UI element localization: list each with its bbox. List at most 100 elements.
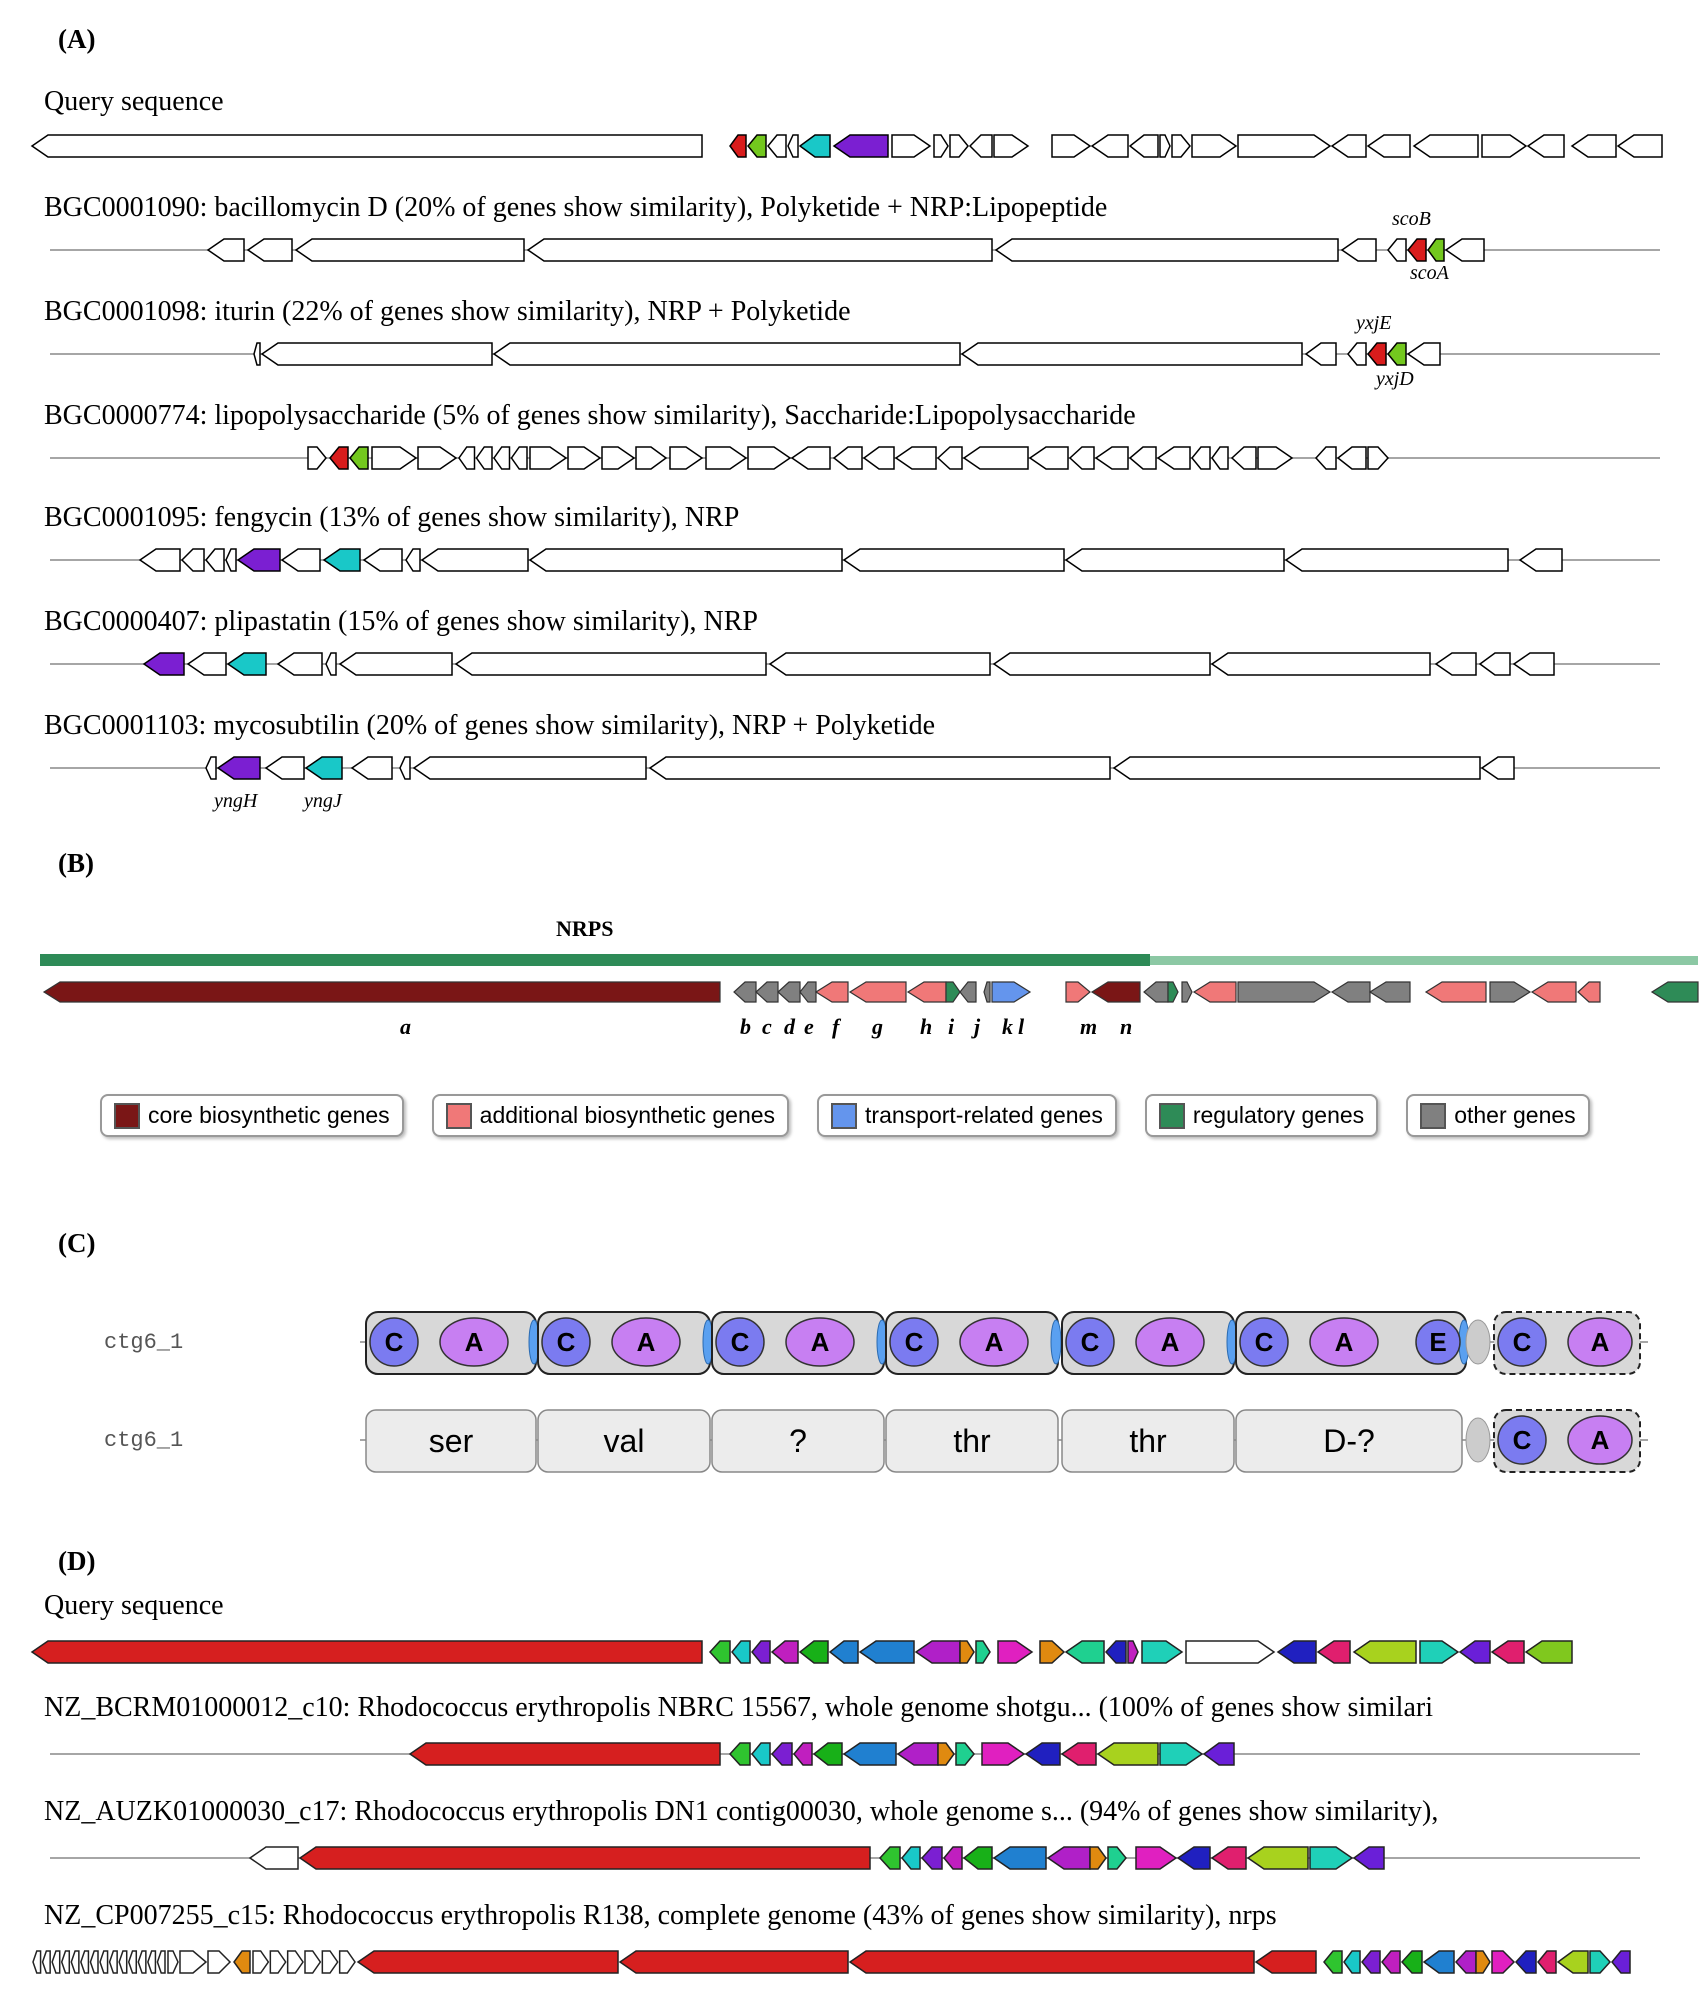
gene-arrow [1094,446,1129,470]
gene-arrow [1254,1950,1317,1974]
gene-arrow [1407,238,1427,262]
gene-arrow [226,652,267,676]
gene-arrow [1570,134,1617,158]
legend-label: other genes [1454,1102,1576,1128]
module-?: ? [711,1409,885,1473]
panel-a-track-lipopolysaccharide [50,446,1660,470]
gene-arrow [417,446,458,470]
gene-arrow [338,1950,356,1974]
gene-arrow [906,981,947,1003]
gene-arrow [848,1950,1255,1974]
gene-arrow [708,1640,731,1664]
svg-text:ser: ser [429,1423,474,1459]
panel-a-query-title: Query sequence [44,86,224,117]
module-ser: ser [365,1409,537,1473]
gene-arrow [1065,981,1091,1003]
gene-arrow [798,134,831,158]
gene-arrow [648,756,1111,780]
gene-arrow [733,981,757,1003]
gene-arrow [1406,342,1441,366]
gene-letter: f [832,1014,840,1039]
domain-C: C [1239,1317,1289,1367]
svg-text:A: A [985,1327,1004,1357]
gene-arrow [777,981,801,1003]
gene-arrow [325,652,337,676]
gene-arrow [1046,1846,1091,1870]
gene-arrow [799,981,817,1003]
svg-text:D-?: D-? [1323,1423,1375,1459]
gene-arrow [994,238,1339,262]
gene-arrow [1024,1742,1061,1766]
gene-arrow [1064,548,1285,572]
gene-arrow [1490,1640,1525,1664]
svg-text:C: C [731,1327,750,1357]
gene-arrow [1361,1950,1381,1974]
gene-arrow [1284,548,1509,572]
gene-arrow [252,1950,270,1974]
panel-d-track-cp007255 [32,1950,1631,1974]
gene-arrow [1159,1742,1204,1766]
gene-arrow [1347,342,1367,366]
gene-arrow [420,548,529,572]
domain-C: C [1065,1317,1115,1367]
panel-d-track-bcrm [50,1742,1640,1766]
gene-arrow [862,446,895,470]
domain-C: C [369,1317,419,1367]
gene-arrow [1518,548,1563,572]
gene-arrow [767,134,787,158]
legend-label: regulatory genes [1192,1102,1365,1128]
gene-arrow [1412,134,1479,158]
domain-C: C [889,1317,939,1367]
gene-arrow [1104,1640,1127,1664]
gene-arrow [1480,756,1515,780]
panel-d-label: (D) [58,1546,96,1576]
gene-arrow [32,1950,42,1974]
svg-text:A: A [1161,1327,1180,1357]
gene-arrow [842,548,1065,572]
gene-arrow [1537,1950,1557,1974]
gene-arrow [286,1950,304,1974]
gene-arrow [298,1846,871,1870]
gene-arrow [705,446,748,470]
gene-letter: b [740,1014,751,1039]
gene-arrow [1330,134,1367,158]
gene-arrow [933,134,949,158]
gene-arrow [529,446,568,470]
gene-arrow [1387,342,1407,366]
ctg-label-domains: ctg6_1 [104,1330,184,1355]
gene-arrow [991,981,1032,1003]
gene-arrow [1276,1640,1317,1664]
legend-swatch [1158,1102,1185,1129]
gene-arrow [1489,981,1532,1003]
gene-arrow [983,981,991,1003]
gene-arrow [896,1742,939,1766]
gene-arrow [1192,981,1237,1003]
gene-arrow [51,1950,61,1974]
gene-arrow [248,1846,299,1870]
gene-arrow [60,1950,71,1974]
gene-arrow [205,756,217,780]
gene-arrow [1512,652,1555,676]
gene-arrow [127,1950,138,1974]
gene-arrow [914,1640,961,1664]
svg-text:E: E [1429,1327,1446,1357]
panel-a-row-title: BGC0000774: lipopolysaccharide (5% of ge… [44,400,1136,431]
gene-arrow [349,446,369,470]
gene-arrow [731,1640,751,1664]
gene-arrow [206,238,245,262]
gene-arrow [458,446,476,470]
panel-a-label: (A) [58,24,96,54]
gene-arrow [1089,1846,1107,1870]
gene-arrow [1143,981,1169,1003]
gene-arrow [968,134,993,158]
svg-text:A: A [465,1327,484,1357]
gene-arrow [1185,1640,1276,1664]
svg-text:A: A [1591,1425,1610,1455]
gene-arrow [412,756,647,780]
gene-arrow [1171,134,1191,158]
gene-arrow [41,1950,51,1974]
gene-arrow [167,1950,179,1974]
gene-arrow [1128,446,1157,470]
gene-arrow [1387,238,1407,262]
